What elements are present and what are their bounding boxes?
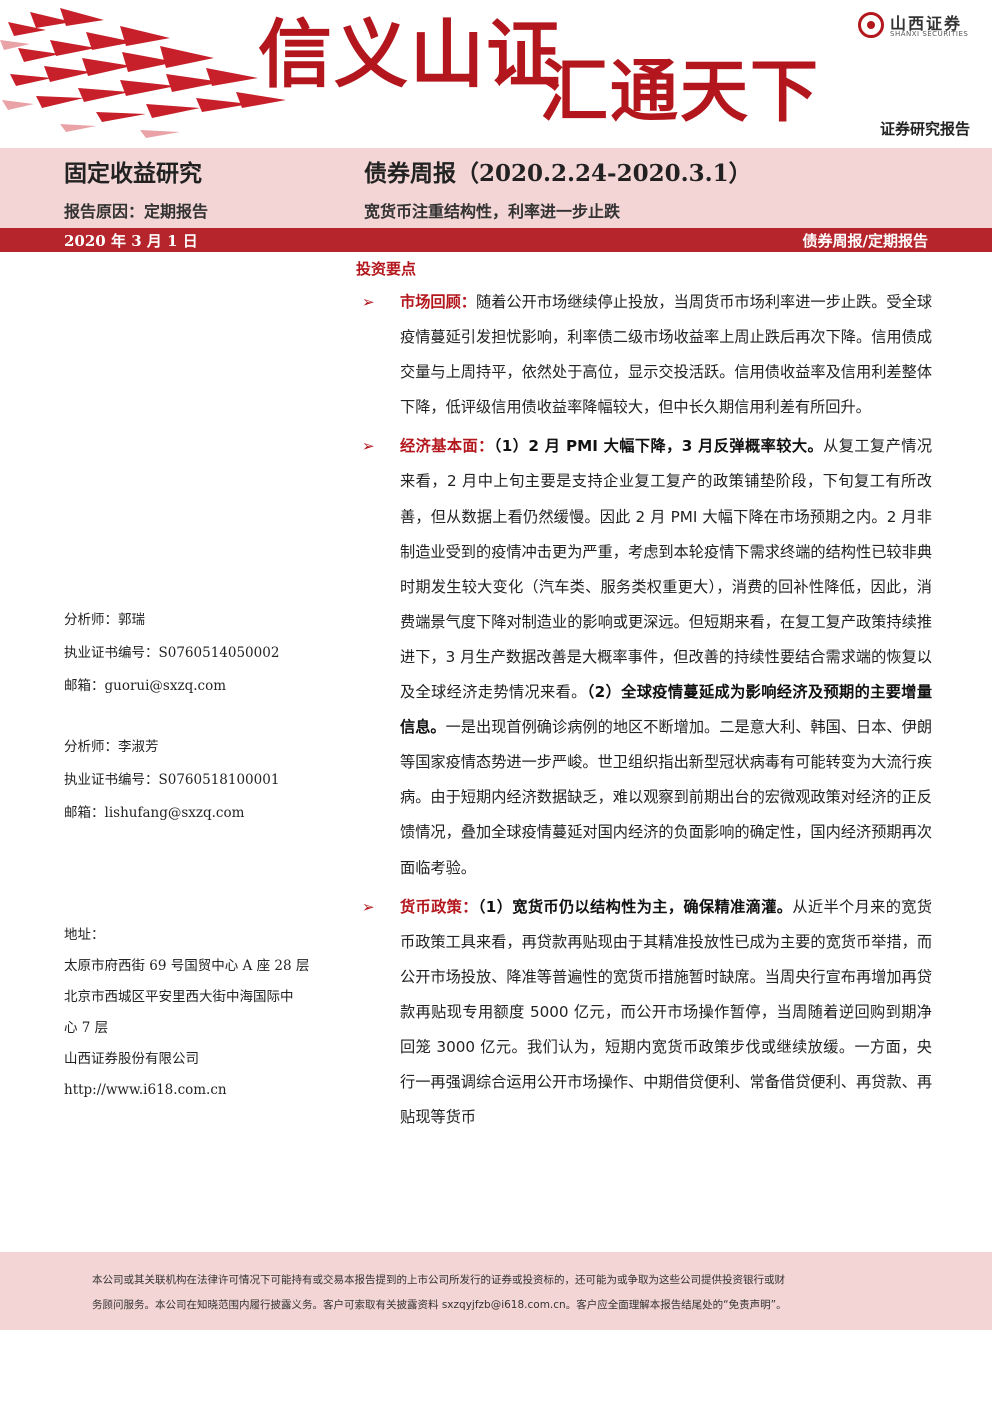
cert-label: 执业证书编号： bbox=[64, 772, 159, 788]
cert-number: S0760514050002 bbox=[158, 645, 280, 661]
analyst-email[interactable]: lishufang@sxzq.com bbox=[104, 805, 245, 821]
disclaimer-text: 本公司或其关联机构在法律许可情况下可能持有或交易本报告提到的上市公司所发行的证券… bbox=[92, 1268, 912, 1318]
analyst-email-line: 邮箱：lishufang@sxzq.com bbox=[64, 797, 334, 830]
arrow-bullet-icon: ➢ bbox=[362, 293, 375, 311]
bullet-text: 经济基本面：（1）2 月 PMI 大幅下降，3 月反弹概率较大。从复工复产情况来… bbox=[400, 429, 932, 885]
analyst-name: 李淑芳 bbox=[118, 739, 159, 755]
company-logo: 山西证券 SHANXI SECURITIES bbox=[858, 10, 978, 42]
slogan-line-1: 信义山证 bbox=[258, 12, 562, 98]
key-point: （1）宽货币仍以结构性为主，确保精准滴灌。 bbox=[477, 897, 793, 916]
report-series: 债券周报/定期报告 bbox=[802, 232, 928, 250]
address-line-3: 心 7 层 bbox=[64, 1020, 109, 1036]
disclaimer-line-2: 务顾问服务。本公司在知晓范围内履行披露义务。客户可索取有关披露资料 sxzqyj… bbox=[92, 1299, 787, 1311]
paragraph-text: 从复工复产情况来看，2 月中上旬主要是支持企业复工复产的政策铺垫阶段，下旬复工有… bbox=[400, 437, 933, 702]
company-website[interactable]: http://www.i618.com.cn bbox=[64, 1082, 227, 1098]
analyst-name-line: 分析师：郭瑞 bbox=[64, 604, 334, 637]
logo-cn-text: 山西证券 bbox=[890, 14, 963, 33]
analyst-cert-line: 执业证书编号：S0760518100001 bbox=[64, 764, 334, 797]
email-label: 邮箱： bbox=[64, 805, 105, 821]
address-line-2: 北京市西城区平安里西大街中海国际中 bbox=[64, 989, 294, 1005]
key-point: （1）2 月 PMI 大幅下降，3 月反弹概率较大。 bbox=[493, 437, 824, 456]
analyst-card: 分析师：李淑芳 执业证书编号：S0760518100001 邮箱：lishufa… bbox=[64, 731, 334, 830]
company-address: 地址： 太原市府西街 69 号国贸中心 A 座 28 层 北京市西城区平安里西大… bbox=[64, 920, 334, 1106]
header-banner: 信义山证 汇通天下 山西证券 SHANXI SECURITIES 证券研究报告 bbox=[0, 0, 992, 148]
logo-mark-icon bbox=[858, 12, 884, 38]
email-label: 邮箱： bbox=[64, 678, 105, 694]
arrow-bullet-icon: ➢ bbox=[362, 897, 375, 916]
report-title: 债券周报（2020.2.24-2020.3.1） bbox=[364, 160, 752, 187]
analyst-label: 分析师： bbox=[64, 739, 118, 755]
section-heading: 投资要点 bbox=[356, 260, 417, 278]
bullet-text: 市场回顾：随着公开市场继续停止投放，当周货币市场利率进一步止跌。受全球疫情蔓延引… bbox=[400, 285, 932, 425]
report-subtitle: 宽货币注重结构性，利率进一步止跌 bbox=[364, 202, 621, 221]
analyst-name: 郭瑞 bbox=[118, 612, 145, 628]
bullet-heading: 经济基本面： bbox=[400, 437, 494, 456]
address-label: 地址： bbox=[64, 927, 105, 943]
address-line-1: 太原市府西街 69 号国贸中心 A 座 28 层 bbox=[64, 958, 310, 974]
arrow-bullet-icon: ➢ bbox=[362, 437, 375, 456]
bullet-heading: 货币政策： bbox=[400, 897, 478, 916]
analyst-email[interactable]: guorui@sxzq.com bbox=[104, 678, 227, 694]
bullet-monetary-policy: ➢ 货币政策：（1）宽货币仍以结构性为主，确保精准滴灌。从近半个月来的宽货币政策… bbox=[356, 890, 932, 1136]
bullet-text: 货币政策：（1）宽货币仍以结构性为主，确保精准滴灌。从近半个月来的宽货币政策工具… bbox=[400, 890, 932, 1136]
company-name: 山西证券股份有限公司 bbox=[64, 1051, 199, 1067]
analyst-name-line: 分析师：李淑芳 bbox=[64, 731, 334, 764]
investment-highlights: 投资要点 ➢ 市场回顾：随着公开市场继续停止投放，当周货币市场利率进一步止跌。受… bbox=[356, 258, 932, 1139]
date-bar: 2020 年 3 月 1 日 债券周报/定期报告 bbox=[0, 228, 992, 252]
logo-en-text: SHANXI SECURITIES bbox=[890, 30, 969, 38]
title-band: 固定收益研究 债券周报（2020.2.24-2020.3.1） 报告原因：定期报… bbox=[0, 148, 992, 228]
paragraph-text: 随着公开市场继续停止投放，当周货币市场利率进一步止跌。受全球疫情蔓延引发担忧影响… bbox=[400, 293, 933, 417]
bullet-economic-fundamentals: ➢ 经济基本面：（1）2 月 PMI 大幅下降，3 月反弹概率较大。从复工复产情… bbox=[356, 429, 932, 885]
disclaimer-footer: 本公司或其关联机构在法律许可情况下可能持有或交易本报告提到的上市公司所发行的证券… bbox=[0, 1252, 992, 1330]
bullet-heading: 市场回顾： bbox=[400, 293, 477, 311]
analyst-email-line: 邮箱：guorui@sxzq.com bbox=[64, 670, 334, 703]
slogan-line-2: 汇通天下 bbox=[540, 52, 821, 132]
key-point: （2）全球疫情蔓延成为影响经济及预期的主要增量信息。 bbox=[400, 683, 933, 737]
analyst-cert-line: 执业证书编号：S0760514050002 bbox=[64, 637, 334, 670]
analyst-card: 分析师：郭瑞 执业证书编号：S0760514050002 邮箱：guorui@s… bbox=[64, 604, 334, 703]
cert-number: S0760518100001 bbox=[158, 772, 280, 788]
report-date: 2020 年 3 月 1 日 bbox=[64, 232, 198, 250]
paragraph-text: 从近半个月来的宽货币政策工具来看，再贷款再贴现由于其精准投放性已成为主要的宽货币… bbox=[400, 897, 933, 1127]
cert-label: 执业证书编号： bbox=[64, 645, 159, 661]
analyst-label: 分析师： bbox=[64, 612, 118, 628]
disclaimer-line-1: 本公司或其关联机构在法律许可情况下可能持有或交易本报告提到的上市公司所发行的证券… bbox=[92, 1274, 785, 1286]
report-type: 证券研究报告 bbox=[879, 120, 970, 138]
research-category: 固定收益研究 bbox=[64, 160, 202, 187]
analyst-info: 分析师：郭瑞 执业证书编号：S0760514050002 邮箱：guorui@s… bbox=[64, 604, 334, 858]
paragraph-text: 一是出现首例确诊病例的地区不断增加。二是意大利、韩国、日本、伊朗等国家疫情态势进… bbox=[400, 718, 933, 877]
arrow-flock-graphic bbox=[0, 8, 286, 138]
bullet-market-review: ➢ 市场回顾：随着公开市场继续停止投放，当周货币市场利率进一步止跌。受全球疫情蔓… bbox=[356, 285, 932, 425]
report-reason: 报告原因：定期报告 bbox=[64, 202, 209, 221]
